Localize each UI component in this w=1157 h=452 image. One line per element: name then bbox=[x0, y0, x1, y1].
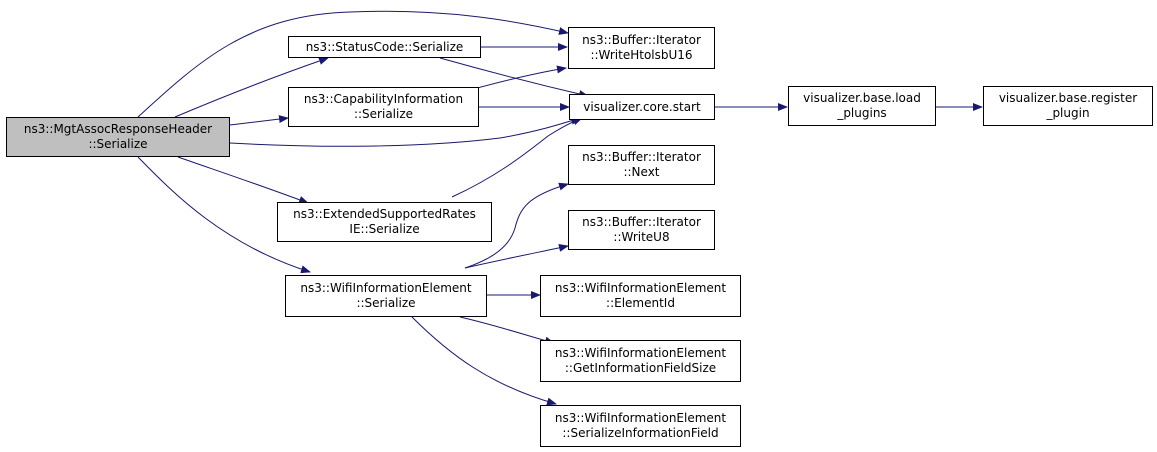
node-label-line2: ::ElementId bbox=[606, 296, 675, 310]
node-label-line1: ns3::WifiInformationElement bbox=[554, 281, 727, 295]
node-wifi-information-element-get-information-field-size[interactable]: ns3::WifiInformationElement ::GetInforma… bbox=[540, 340, 741, 382]
node-visualizer-base-load-plugins[interactable]: visualizer.base.load _plugins bbox=[788, 86, 936, 126]
node-label-line1: ns3::Buffer::Iterator bbox=[582, 150, 701, 164]
node-label-line1: ns3::WifiInformationElement bbox=[554, 411, 727, 425]
node-label-line2: ::WriteHtolsbU16 bbox=[590, 48, 693, 62]
node-label-line1: ns3::Buffer::Iterator bbox=[582, 215, 701, 229]
edge-wifi-ie-to-serialize-field bbox=[411, 316, 557, 406]
node-label-line1: ns3::CapabilityInformation bbox=[303, 92, 464, 106]
node-label-line2: ::Serialize bbox=[353, 107, 414, 121]
node-visualizer-base-register-plugin[interactable]: visualizer.base.register _plugin bbox=[983, 86, 1153, 126]
node-buffer-iterator-next[interactable]: ns3::Buffer::Iterator ::Next bbox=[568, 145, 715, 185]
node-label-line1: visualizer.core.start bbox=[583, 99, 701, 114]
node-label-line2: ::WriteU8 bbox=[613, 230, 670, 244]
edge-root-to-wifi-ie-serialize bbox=[137, 156, 311, 274]
node-label-line1: ns3::StatusCode::Serialize bbox=[305, 39, 464, 54]
node-label-line1: ns3::MgtAssocResponseHeader bbox=[23, 122, 213, 136]
node-label-line2: _plugin bbox=[1046, 106, 1090, 120]
node-extended-supported-rates-ie-serialize[interactable]: ns3::ExtendedSupportedRates IE::Serializ… bbox=[277, 202, 492, 242]
node-label-line1: visualizer.base.load bbox=[803, 91, 921, 105]
edge-root-to-vis-core-start bbox=[229, 116, 581, 147]
node-label-line1: ns3::WifiInformationElement bbox=[300, 281, 472, 295]
node-label-line2: ::Next bbox=[623, 165, 660, 179]
node-label-line2: _plugins bbox=[837, 106, 887, 120]
node-status-code-serialize[interactable]: ns3::StatusCode::Serialize bbox=[288, 36, 481, 58]
edge-root-to-buffer-write-htolsb bbox=[137, 10, 569, 118]
node-capability-information-serialize[interactable]: ns3::CapabilityInformation ::Serialize bbox=[288, 87, 479, 127]
node-label-line1: ns3::ExtendedSupportedRates bbox=[293, 207, 476, 221]
node-label-line1: visualizer.base.register bbox=[998, 91, 1138, 105]
edge-wifi-ie-to-buffer-write-u8 bbox=[464, 243, 569, 269]
node-label-line1: ns3::WifiInformationElement bbox=[554, 346, 727, 360]
node-buffer-iterator-write-htolsb-u16[interactable]: ns3::Buffer::Iterator ::WriteHtolsbU16 bbox=[568, 27, 715, 69]
node-visualizer-core-start[interactable]: visualizer.core.start bbox=[569, 94, 715, 120]
node-wifi-information-element-serialize-information-field[interactable]: ns3::WifiInformationElement ::SerializeI… bbox=[540, 405, 741, 447]
node-label-line1: ns3::Buffer::Iterator bbox=[582, 33, 701, 47]
edge-root-to-status-code bbox=[174, 57, 329, 118]
edge-wifi-ie-to-buffer-next bbox=[464, 182, 569, 269]
edge-ext-rates-to-vis-core-start bbox=[451, 117, 583, 198]
node-wifi-information-element-serialize[interactable]: ns3::WifiInformationElement ::Serialize bbox=[285, 275, 487, 317]
node-mgt-assoc-response-header-serialize[interactable]: ns3::MgtAssocResponseHeader ::Serialize bbox=[6, 117, 230, 157]
node-label-line2: IE::Serialize bbox=[349, 222, 420, 236]
node-label-line2: ::SerializeInformationField bbox=[562, 426, 719, 440]
node-wifi-information-element-element-id[interactable]: ns3::WifiInformationElement ::ElementId bbox=[540, 275, 741, 317]
node-label-line2: ::GetInformationFieldSize bbox=[564, 361, 717, 375]
edge-root-to-ext-rates bbox=[177, 156, 309, 204]
edge-root-to-capability-info bbox=[229, 115, 289, 126]
node-label-line2: ::Serialize bbox=[356, 296, 416, 310]
node-label-line2: ::Serialize bbox=[88, 137, 148, 151]
node-buffer-iterator-write-u8[interactable]: ns3::Buffer::Iterator ::WriteU8 bbox=[568, 210, 715, 250]
